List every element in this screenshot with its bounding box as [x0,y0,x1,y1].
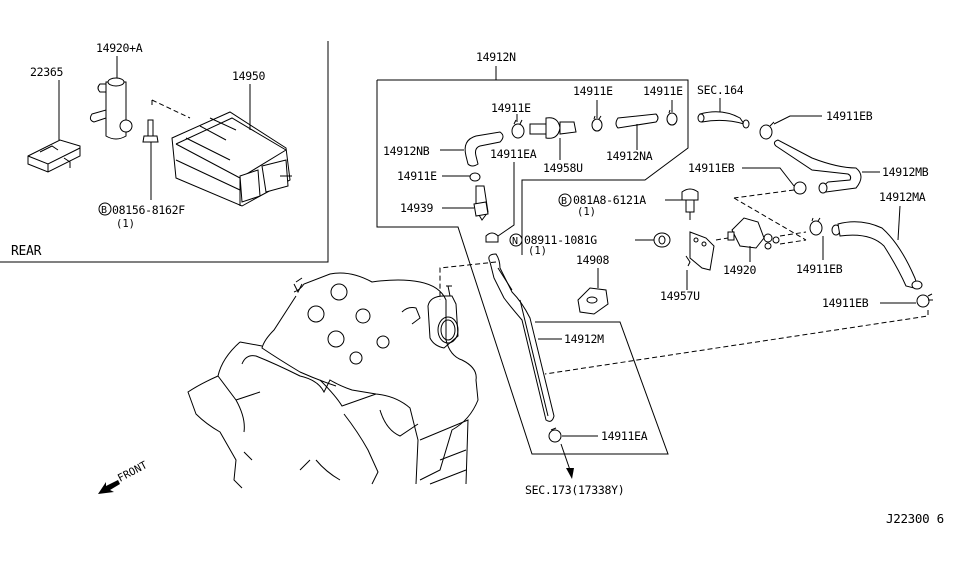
inset-border [0,41,329,263]
arrow-down-icon [566,468,574,479]
label-14912NA: 14912NA [606,149,653,163]
label-08156: 08156-8162F [112,203,185,217]
part-14920A[interactable]: 14920+A [89,41,143,140]
part-14911EA-1[interactable]: 14911EA [485,147,537,243]
label-14912NB: 14912NB [383,144,430,158]
qty-081A8: (1) [577,206,596,218]
part-14911EB-4[interactable]: 14911EB [544,293,933,375]
label-14911EA-2: 14911EA [601,429,648,443]
part-14911E-4[interactable]: 14911E [397,169,481,183]
part-14939[interactable]: 14939 [400,185,489,221]
part-14911EB-3[interactable]: 14911EB [796,217,843,276]
bolt-prefix: B [101,205,107,216]
part-14908[interactable]: 14908 [576,253,610,315]
part-bolt-08156[interactable]: B 08156-8162F (1) [98,99,191,230]
label-14912M: 14912M [564,332,604,346]
part-nut-08911[interactable]: N 08911-1081G (1) [509,232,671,257]
part-14912M[interactable]: 14912M [439,253,604,422]
label-22365: 22365 [30,65,63,79]
label-14920A: 14920+A [96,41,143,55]
qty-08911: (1) [528,245,547,257]
part-sec173[interactable]: SEC.173(17338Y) [525,443,625,497]
label-14911EA-1: 14911EA [490,147,537,161]
diagram-code: J22300 6 [886,511,944,526]
label-sec164: SEC.164 [697,83,744,97]
label-14957U: 14957U [660,289,700,303]
label-14911E-4: 14911E [397,169,437,183]
part-sec164[interactable]: SEC.164 [697,83,750,129]
part-14911E-1[interactable]: 14911E [491,101,531,139]
part-14920[interactable]: 14920 [715,197,807,277]
inset-rear: REAR 22365 14920+A B 08156-8162F [0,41,329,263]
nut-prefix: N [512,236,518,247]
label-14911E-2: 14911E [573,84,613,98]
bolt-prefix-081A8: B [561,196,567,207]
label-sec173: SEC.173(17338Y) [525,483,624,497]
label-14920: 14920 [723,263,756,277]
part-14957U[interactable]: 14957U [660,231,715,303]
label-14911E-1: 14911E [491,101,531,115]
part-bolt-081A8[interactable]: B 081A8-6121A (1) [558,188,699,220]
bolt-circle-icon [558,193,572,207]
bolt-circle-icon [98,202,112,216]
part-14912MB[interactable]: 14912MB [773,139,929,194]
part-14911E-3[interactable]: 14911E [643,84,683,126]
part-14912MA[interactable]: 14912MA [831,190,926,290]
part-14911EA-2[interactable]: 14911EA [548,427,648,443]
group-border [377,79,689,255]
front-indicator: FRONT [98,459,150,494]
part-22365[interactable]: 22365 [27,65,81,173]
label-14911EB-2: 14911EB [688,161,735,175]
nut-circle-icon [509,233,523,247]
label-081A8: 081A8-6121A [573,193,646,207]
label-14912MA: 14912MA [879,190,926,204]
part-14911E-2[interactable]: 14911E [573,84,613,132]
part-14911EB-2[interactable]: 14911EB [688,161,807,199]
part-14912NA[interactable]: 14912NA [606,113,659,163]
engine-outline [187,272,479,489]
qty-08156: (1) [116,218,135,230]
label-front: FRONT [116,459,150,485]
arrow-front-icon [98,480,120,494]
part-14911EB-1[interactable]: 14911EB [759,109,873,140]
label-14912MB: 14912MB [882,165,929,179]
label-14911E-3: 14911E [643,84,683,98]
group-14912N: 14912N 14912NB 14911E 14958U [376,50,689,455]
label-14911EB-4: 14911EB [822,296,869,310]
part-14950[interactable]: 14950 [171,69,292,207]
inset-title: REAR [11,244,42,259]
label-14958U: 14958U [543,161,583,175]
part-14912NB[interactable]: 14912NB [383,131,504,167]
label-14939: 14939 [400,201,433,215]
label-14911EB-1: 14911EB [826,109,873,123]
label-14912N: 14912N [476,50,516,64]
label-14911EB-3: 14911EB [796,262,843,276]
part-14958U[interactable]: 14958U [529,117,583,175]
label-08911: 08911-1081G [524,233,597,247]
label-14908: 14908 [576,253,609,267]
label-14950: 14950 [232,69,265,83]
